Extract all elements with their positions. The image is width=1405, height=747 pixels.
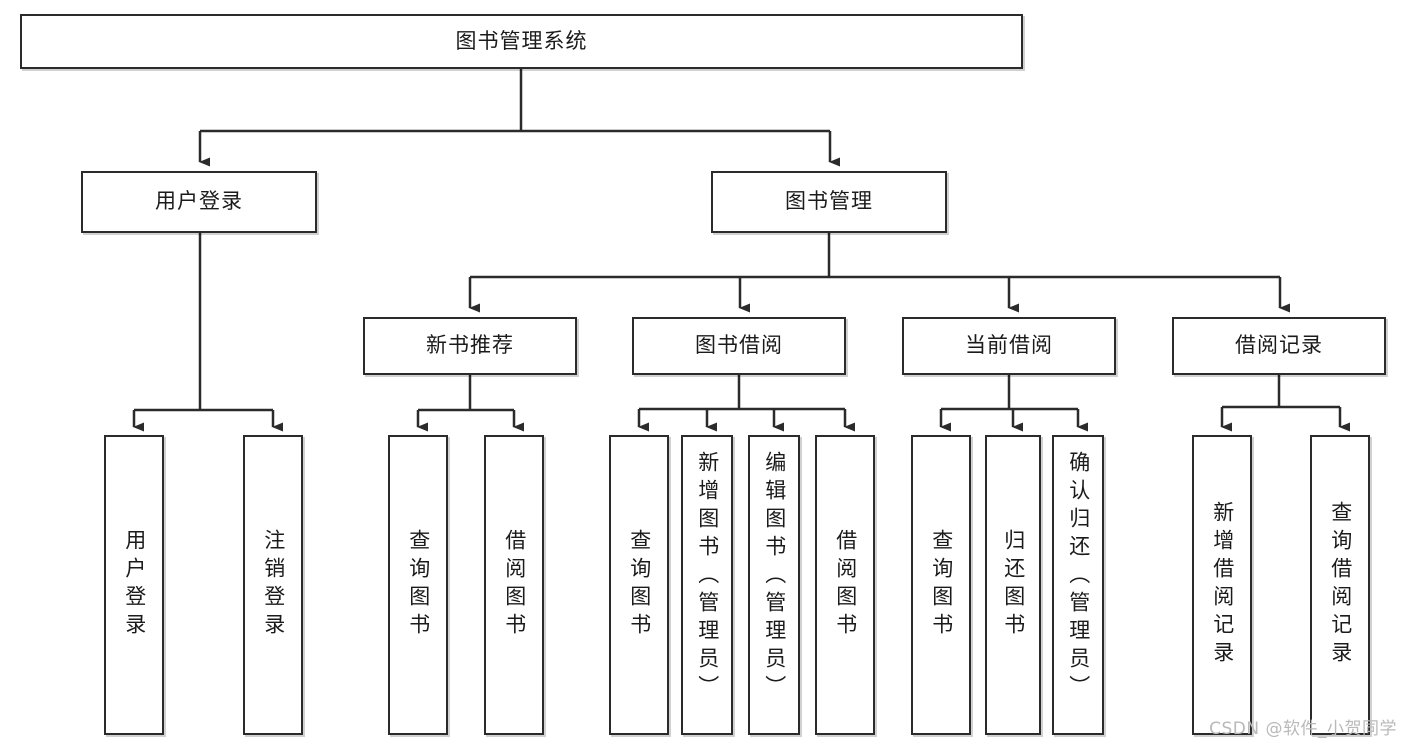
node-label: 新增借阅记录 [1210,501,1235,669]
node-label: 图书管理 [785,189,873,214]
node-label: 借阅记录 [1235,333,1323,358]
node-label: 查询图书 [627,529,652,641]
node-label: 新书推荐 [426,333,514,358]
node-leaf-query-record[interactable]: 查询借阅记录 [1310,435,1370,735]
node-leaf-return-book[interactable]: 归还图书 [985,435,1041,735]
node-leaf-add-record[interactable]: 新增借阅记录 [1192,435,1252,735]
node-label: 查询图书 [406,529,431,641]
node-leaf-query-book-3[interactable]: 查询图书 [911,435,971,735]
node-label: 图书管理系统 [455,28,588,53]
node-label: 查询借阅记录 [1328,501,1353,669]
node-book-borrow[interactable]: 图书借阅 [632,317,846,375]
node-new-book-rec[interactable]: 新书推荐 [363,317,577,375]
node-label: 借阅图书 [502,529,527,641]
node-leaf-user-login[interactable]: 用户登录 [104,435,164,735]
node-current-borrow[interactable]: 当前借阅 [902,317,1116,375]
node-label: 借阅图书 [833,529,858,641]
node-label: 编辑图书（管理员） [762,451,787,703]
node-leaf-borrow-book-2[interactable]: 借阅图书 [815,435,875,735]
node-root[interactable]: 图书管理系统 [20,14,1023,69]
node-user-login[interactable]: 用户登录 [81,171,317,233]
node-label: 用户登录 [122,529,147,641]
node-label: 确认归还（管理员） [1066,451,1091,703]
node-borrow-record[interactable]: 借阅记录 [1172,317,1386,375]
node-leaf-confirm-return[interactable]: 确认归还（管理员） [1052,435,1104,735]
node-label: 当前借阅 [965,333,1053,358]
node-leaf-query-book-2[interactable]: 查询图书 [609,435,669,735]
node-leaf-edit-book[interactable]: 编辑图书（管理员） [748,435,800,735]
node-leaf-borrow-book-1[interactable]: 借阅图书 [484,435,544,735]
node-label: 查询图书 [929,529,954,641]
node-leaf-query-book-1[interactable]: 查询图书 [388,435,448,735]
node-book-manage[interactable]: 图书管理 [711,171,947,233]
node-label: 注销登录 [261,529,286,641]
node-label: 图书借阅 [695,333,783,358]
node-leaf-add-book[interactable]: 新增图书（管理员） [681,435,733,735]
csdn-watermark: CSDN @软件_小贺同学 [1209,719,1397,739]
node-label: 归还图书 [1001,529,1026,641]
node-label: 用户登录 [155,189,243,214]
node-label: 新增图书（管理员） [695,451,720,703]
node-leaf-logout[interactable]: 注销登录 [243,435,303,735]
